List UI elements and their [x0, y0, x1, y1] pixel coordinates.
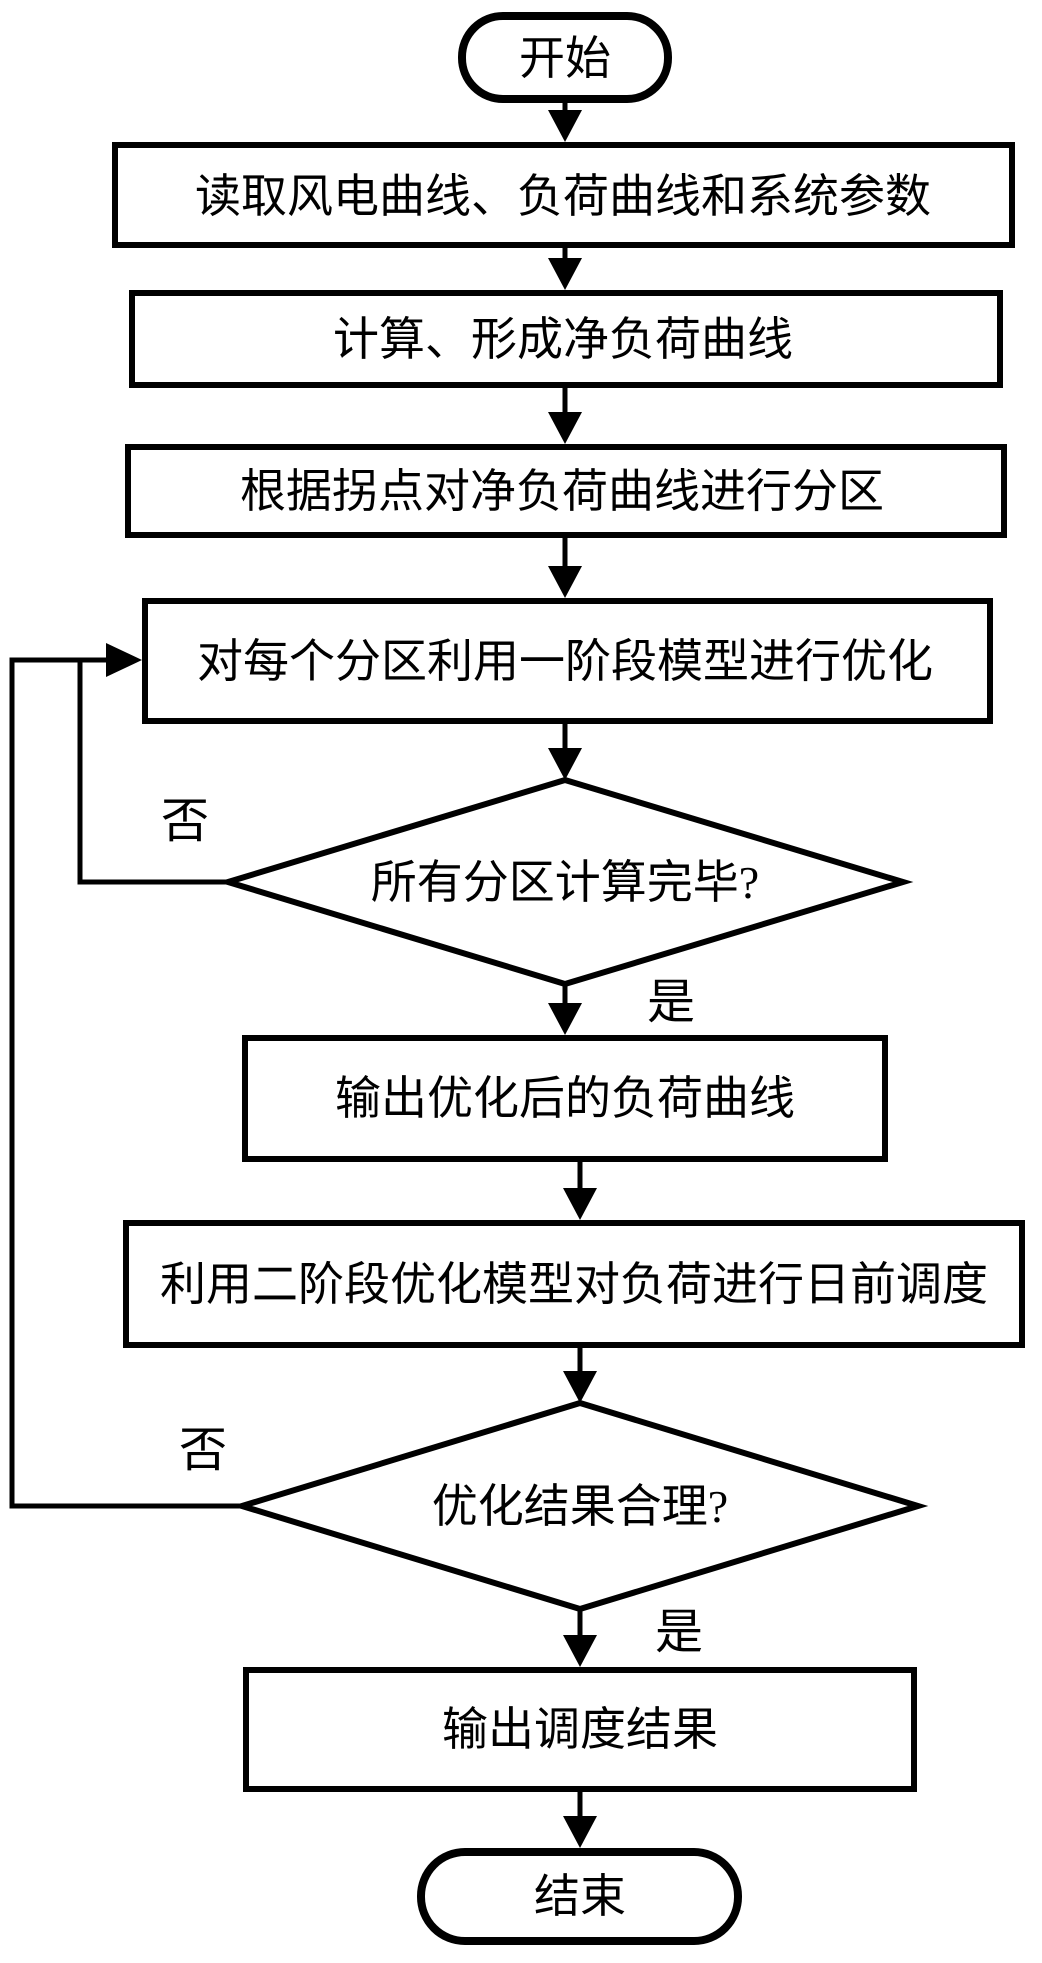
start-terminator	[458, 12, 672, 103]
process-stage2-dispatch-label: 利用二阶段优化模型对负荷进行日前调度	[160, 1259, 988, 1310]
arrowhead-stage2-to-decision2	[563, 1371, 597, 1403]
decision-all-partitions-done	[217, 776, 914, 988]
process-compute-net-load	[129, 290, 1003, 388]
arrowhead-read-to-compute	[548, 258, 582, 290]
process-read-data-label: 读取风电曲线、负荷曲线和系统参数	[195, 171, 931, 222]
process-output-optimized-curve	[242, 1035, 888, 1162]
arrowhead-decision1-to-output1	[548, 1003, 582, 1035]
decision-all-partitions-done-label: 所有分区计算完毕?	[371, 857, 759, 908]
end-terminator	[417, 1848, 742, 1945]
decision-result-reasonable	[231, 1399, 929, 1613]
process-stage1-optimize-label: 对每个分区利用一阶段模型进行优化	[197, 636, 933, 687]
process-read-data	[112, 142, 1015, 248]
edge-decision1-no-loop	[77, 660, 228, 885]
edge-decision2-no-loop	[9, 657, 242, 1509]
branch-yes-1-label: 是	[647, 976, 695, 1029]
arrowhead-decision2-to-output2	[563, 1635, 597, 1667]
process-partition	[125, 444, 1007, 538]
arrowhead-partition-to-stage1	[548, 566, 582, 598]
labels: 开始 读取风电曲线、负荷曲线和系统参数 计算、形成净负荷曲线 根据拐点对净负荷曲…	[160, 33, 988, 1922]
process-output-result-label: 输出调度结果	[442, 1704, 718, 1755]
process-output-optimized-curve-label: 输出优化后的负荷曲线	[335, 1073, 795, 1124]
arrowhead-output2-to-end	[563, 1816, 597, 1848]
process-output-result	[243, 1667, 917, 1792]
arrowhead-start-to-read	[548, 110, 582, 142]
edges	[9, 100, 597, 1848]
process-compute-net-load-label: 计算、形成净负荷曲线	[333, 314, 793, 365]
process-partition-label: 根据拐点对净负荷曲线进行分区	[240, 466, 884, 517]
decision-result-reasonable-label: 优化结果合理?	[432, 1481, 728, 1532]
branch-no-1-label: 否	[161, 795, 209, 848]
process-stage2-dispatch	[123, 1220, 1025, 1348]
arrowhead-loop-into-stage1	[106, 643, 142, 677]
arrowhead-output1-to-stage2	[563, 1188, 597, 1220]
branch-yes-2-label: 是	[655, 1606, 703, 1659]
nodes	[112, 12, 1025, 1945]
start-label: 开始	[519, 33, 611, 84]
arrowhead-stage1-to-decision1	[548, 748, 582, 780]
branch-no-2-label: 否	[179, 1424, 227, 1477]
end-label: 结束	[534, 1871, 626, 1922]
process-stage1-optimize	[142, 598, 993, 724]
arrowhead-compute-to-partition	[548, 412, 582, 444]
